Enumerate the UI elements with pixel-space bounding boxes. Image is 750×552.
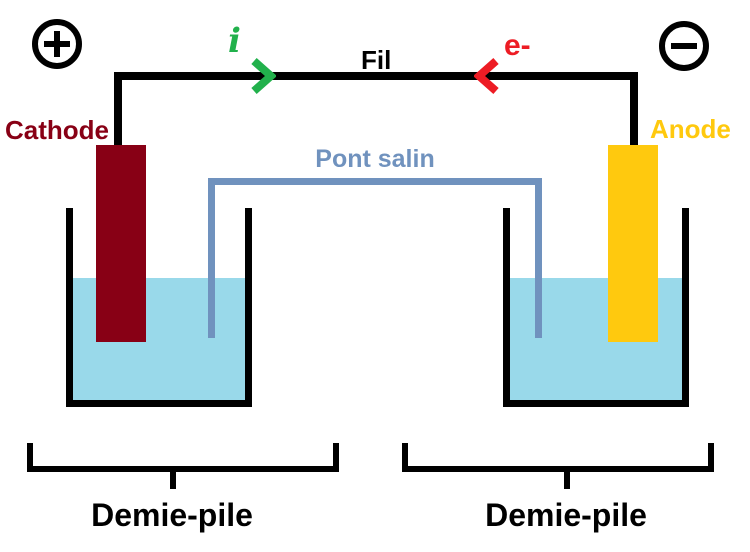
half-cell-left-label: Demie-pile [91,497,253,533]
left-bracket-left-tick [27,443,33,472]
left-beaker-right-wall [245,208,252,407]
salt-bridge-right-leg [535,178,542,338]
current-label: i [228,21,241,61]
current-direction-arrow-icon [248,56,276,96]
salt-bridge-top [208,178,542,185]
wire-horizontal-segment [114,72,638,80]
electron-flow-arrow-icon [474,56,502,96]
left-beaker-left-wall [66,208,73,407]
half-cell-right-label: Demie-pile [485,497,647,533]
right-beaker-bottom [503,400,689,407]
wire-left-vertical-segment [114,72,122,148]
negative-terminal-icon [659,21,709,71]
minus-icon-bar [671,43,697,49]
electrons-label: e- [504,29,531,62]
right-beaker-right-wall [682,208,689,407]
right-beaker-left-wall [503,208,510,407]
anode-label: Anode [650,114,731,144]
left-bracket-horizontal [27,466,339,472]
plus-icon-vbar [54,31,60,57]
left-beaker-bottom [66,400,252,407]
salt-bridge-label: Pont salin [315,145,435,173]
salt-bridge-left-leg [208,178,215,338]
right-bracket-horizontal [402,466,714,472]
left-bracket-stem [170,466,176,489]
wire-label: Fil [361,45,392,75]
left-bracket-right-tick [333,443,339,472]
right-bracket-left-tick [402,443,408,472]
cathode-label: Cathode [5,115,109,145]
cathode-electrode [96,145,146,342]
positive-terminal-icon [32,19,82,69]
anode-electrode [608,145,658,342]
right-bracket-stem [564,466,570,489]
right-bracket-right-tick [708,443,714,472]
wire-right-vertical-segment [630,72,638,148]
